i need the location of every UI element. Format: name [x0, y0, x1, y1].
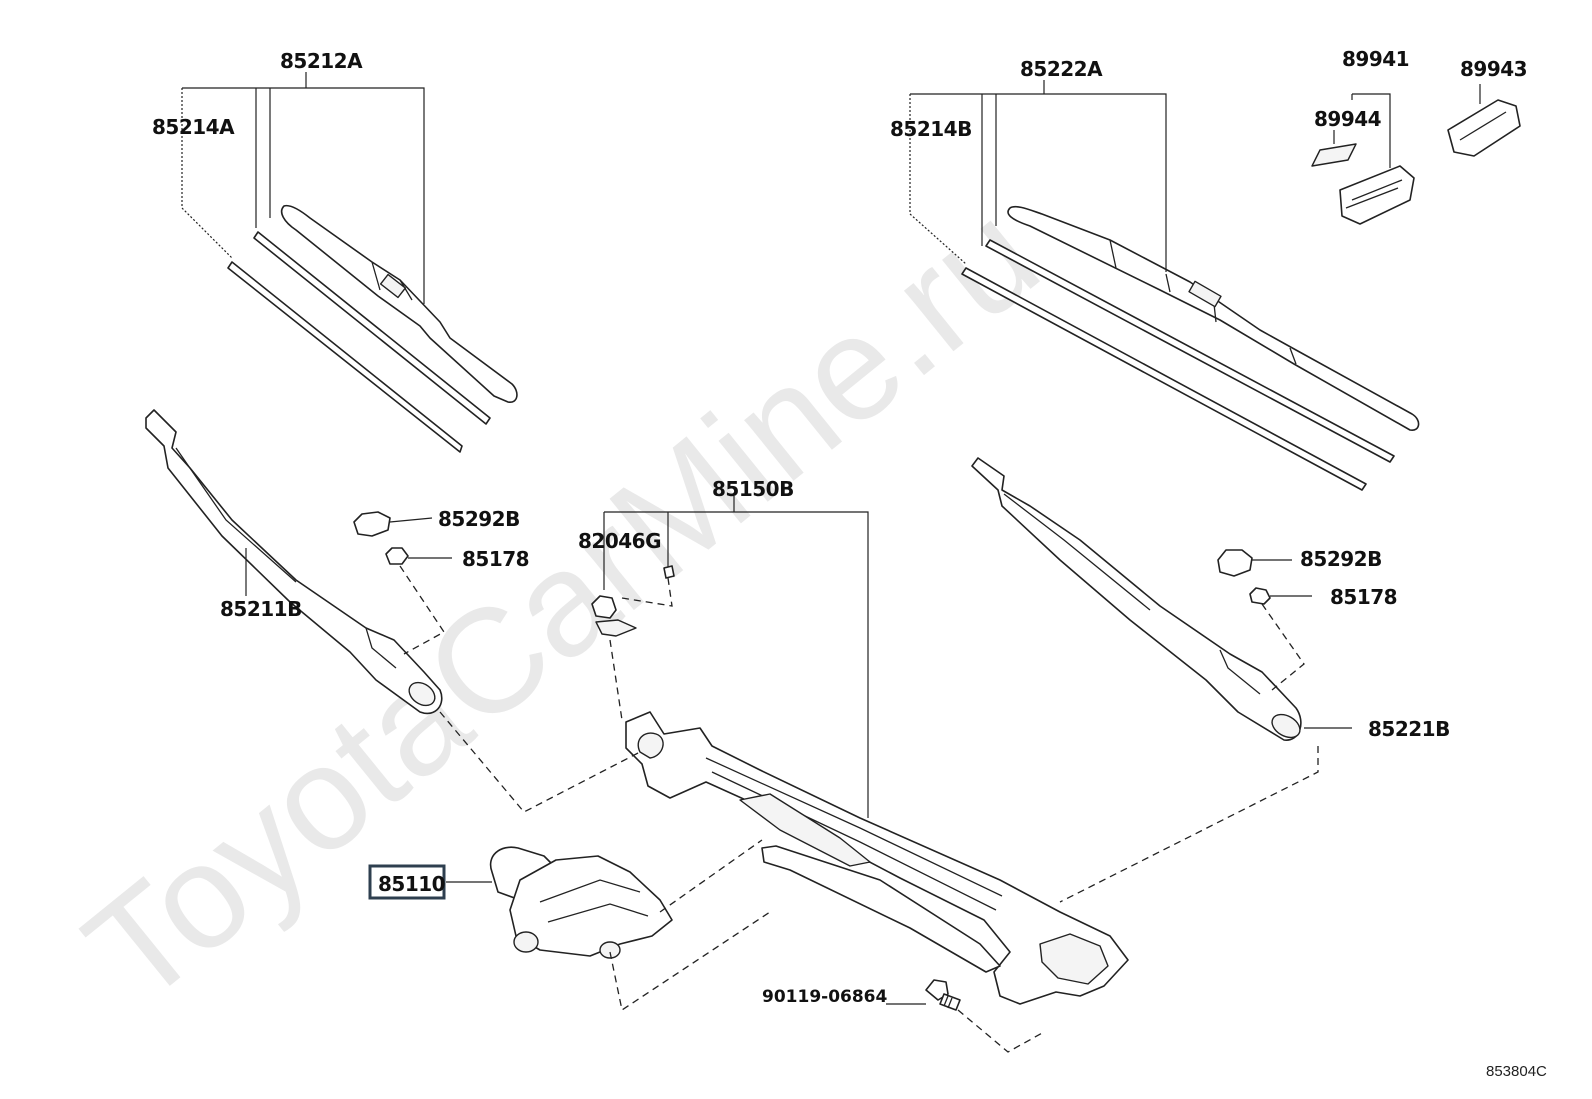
cap-and-nut-right: [1217, 549, 1312, 691]
right-wiper-arm: [971, 457, 1352, 741]
label-85292B-right[interactable]: 85292B: [1300, 547, 1382, 571]
label-85211B[interactable]: 85211B: [220, 597, 302, 621]
label-89941[interactable]: 89941: [1342, 47, 1410, 71]
label-85292B-left[interactable]: 85292B: [438, 507, 520, 531]
label-90119-06864[interactable]: 90119-06864: [762, 987, 888, 1007]
label-85222A[interactable]: 85222A: [1020, 57, 1104, 81]
diagram-code: 853804C: [1486, 1063, 1547, 1080]
label-85110[interactable]: 85110: [378, 872, 446, 896]
adapter-clip-parts: [1311, 84, 1521, 225]
highlight-box-85110: [368, 864, 446, 900]
label-85178-right[interactable]: 85178: [1330, 585, 1398, 609]
cap-and-nut-left: [353, 511, 452, 655]
left-wiper-arm: [145, 409, 443, 715]
label-85178-left[interactable]: 85178: [462, 547, 530, 571]
label-85212A[interactable]: 85212A: [280, 49, 364, 73]
wiper-motor: [446, 839, 771, 1012]
label-89943[interactable]: 89943: [1460, 57, 1528, 81]
label-82046G[interactable]: 82046G: [578, 529, 662, 553]
label-85214B[interactable]: 85214B: [890, 117, 972, 141]
label-85221B[interactable]: 85221B: [1368, 717, 1450, 741]
label-85214A[interactable]: 85214A: [152, 115, 236, 139]
label-89944[interactable]: 89944: [1314, 107, 1382, 131]
mounting-bolt: [886, 979, 1045, 1053]
left-blade-assembly: [181, 72, 518, 453]
right-blade-assembly: [909, 80, 1420, 491]
label-85150B[interactable]: 85150B: [712, 477, 794, 501]
wiper-linkage: [439, 496, 1319, 1005]
